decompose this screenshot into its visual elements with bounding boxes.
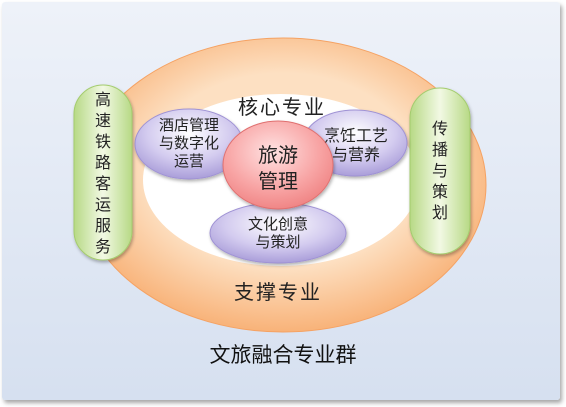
core-majors-label: 核心专业 — [238, 95, 326, 119]
support-pill-left — [73, 84, 133, 261]
core-major-culinary-label: 烹饪工艺 与营养 — [323, 126, 388, 165]
support-major-communication-label: 传 播 与 策 划 — [431, 119, 448, 222]
support-pill-right — [409, 87, 471, 255]
core-major-hotel-label: 酒店管理 与数字化 运营 — [158, 116, 219, 170]
center-major-label: 旅游 管理 — [258, 143, 298, 193]
support-majors-label: 支撑专业 — [234, 280, 322, 304]
support-major-railway-label: 高 速 铁 路 客 运 服 务 — [94, 90, 111, 256]
core-major-culture-label: 文化创意 与策划 — [247, 215, 308, 251]
diagram-title: 文旅融合专业群 — [209, 343, 357, 367]
center-circle — [222, 120, 334, 210]
